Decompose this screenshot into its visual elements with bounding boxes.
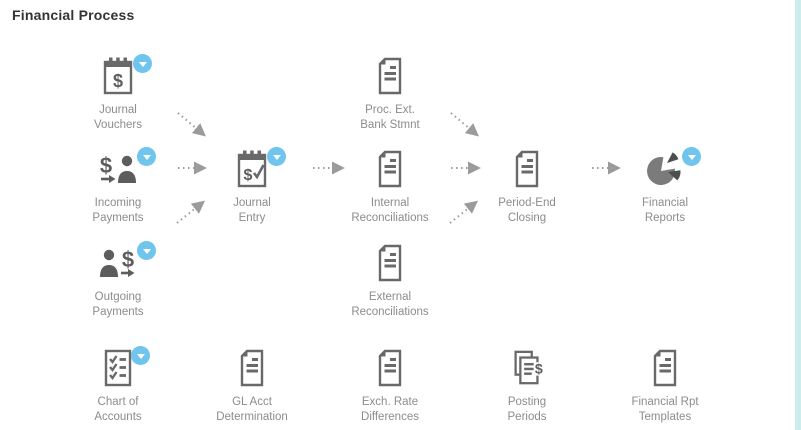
node-label: Chart of Accounts bbox=[94, 396, 142, 423]
document-icon bbox=[378, 349, 402, 387]
node-journal-entry[interactable]: $ Journal Entry bbox=[197, 147, 307, 226]
node-label: Posting Periods bbox=[507, 396, 547, 423]
document-icon bbox=[515, 150, 539, 188]
node-incoming-payments[interactable]: $ Incoming Payments bbox=[63, 147, 173, 226]
chevron-down-icon bbox=[142, 248, 151, 254]
node-label: External Reconciliations bbox=[351, 291, 429, 318]
document-icon bbox=[378, 57, 402, 95]
node-label: Internal Reconciliations bbox=[351, 197, 429, 224]
dropdown-badge[interactable] bbox=[133, 54, 152, 73]
incoming-payments-icon: $ bbox=[100, 153, 136, 183]
panel-right-border bbox=[795, 0, 801, 430]
node-financial-reports[interactable]: Financial Reports bbox=[610, 147, 720, 226]
node-label: Proc. Ext. Bank Stmnt bbox=[360, 104, 420, 131]
node-label: Journal Vouchers bbox=[94, 104, 142, 131]
node-gl-acct-determination[interactable]: GL Acct Determination bbox=[197, 349, 307, 425]
document-icon bbox=[240, 349, 264, 387]
dropdown-badge[interactable] bbox=[131, 346, 150, 365]
chevron-down-icon bbox=[272, 154, 281, 160]
node-proc-ext-bank-stmnt[interactable]: Proc. Ext. Bank Stmnt bbox=[335, 57, 445, 133]
svg-text:$: $ bbox=[113, 71, 123, 91]
chevron-down-icon bbox=[136, 353, 145, 359]
arrow-proc-ext-bank-stmnt-to-period-end-closing bbox=[450, 112, 479, 137]
svg-text:$: $ bbox=[244, 167, 253, 184]
node-label: GL Acct Determination bbox=[216, 396, 288, 423]
node-label: Journal Entry bbox=[233, 197, 271, 224]
node-period-end-closing[interactable]: Period-End Closing bbox=[472, 150, 582, 226]
chevron-down-icon bbox=[687, 154, 696, 160]
node-internal-reconciliations[interactable]: Internal Reconciliations bbox=[335, 150, 445, 226]
journal-entry-icon: $ bbox=[237, 150, 267, 188]
svg-text:$: $ bbox=[122, 247, 134, 272]
page-title: Financial Process bbox=[12, 7, 135, 23]
node-external-reconciliations[interactable]: External Reconciliations bbox=[335, 244, 445, 320]
node-financial-rpt-templates[interactable]: Financial Rpt Templates bbox=[610, 349, 720, 425]
node-chart-of-accounts[interactable]: Chart of Accounts bbox=[63, 346, 173, 425]
node-label: Incoming Payments bbox=[92, 197, 144, 224]
node-outgoing-payments[interactable]: $ Outgoing Payments bbox=[63, 241, 173, 320]
arrow-journal-vouchers-to-journal-entry bbox=[177, 112, 206, 137]
dropdown-badge[interactable] bbox=[267, 147, 286, 166]
journal-vouchers-icon: $ bbox=[103, 57, 133, 95]
pie-chart-icon bbox=[647, 152, 681, 185]
node-exch-rate-differences[interactable]: Exch. Rate Differences bbox=[335, 349, 445, 425]
dropdown-badge[interactable] bbox=[682, 147, 701, 166]
document-icon bbox=[653, 349, 677, 387]
chevron-down-icon bbox=[138, 61, 147, 67]
svg-text:$: $ bbox=[100, 153, 112, 178]
dropdown-badge[interactable] bbox=[137, 241, 156, 260]
document-icon bbox=[378, 244, 402, 282]
node-journal-vouchers[interactable]: $ Journal Vouchers bbox=[63, 54, 173, 133]
node-posting-periods[interactable]: $ Posting Periods bbox=[472, 349, 582, 425]
node-label: Financial Reports bbox=[641, 197, 689, 224]
node-label: Period-End Closing bbox=[498, 197, 556, 224]
chart-of-accounts-icon bbox=[104, 349, 132, 387]
node-label: Outgoing Payments bbox=[92, 291, 144, 318]
outgoing-payments-icon: $ bbox=[100, 247, 135, 277]
node-label: Exch. Rate Differences bbox=[361, 396, 419, 423]
node-label: Financial Rpt Templates bbox=[631, 396, 699, 423]
dropdown-badge[interactable] bbox=[137, 147, 156, 166]
document-icon bbox=[378, 150, 402, 188]
posting-periods-icon: $ bbox=[514, 350, 544, 385]
chevron-down-icon bbox=[142, 154, 151, 160]
svg-text:$: $ bbox=[535, 362, 543, 378]
